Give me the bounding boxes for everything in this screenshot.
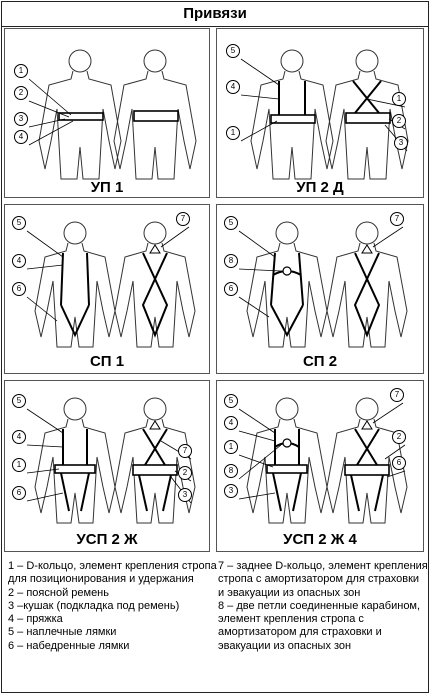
callout-number: 7 [178, 444, 192, 458]
panel-sp1-figure [26, 221, 196, 348]
callout-number: 4 [14, 130, 28, 144]
legend-right: 7 – заднее D-кольцо, элемент крепления с… [218, 560, 428, 690]
harness-grid: УП 1 [2, 26, 428, 554]
callout-number: 1 [224, 440, 238, 454]
callout-number: 4 [12, 430, 26, 444]
callout-number: 7 [176, 212, 190, 226]
panel-sp2: СП 2 [216, 204, 424, 374]
panel-usp2zh-caption: УСП 2 Ж [76, 531, 138, 548]
callout-number: 7 [390, 212, 404, 226]
legend-item: 4 – пряжка [8, 613, 63, 626]
panel-usp2zh4: УСП 2 Ж 4 [216, 380, 424, 552]
callout-number: 3 [178, 488, 192, 502]
callout-number: 7 [390, 388, 404, 402]
callout-number: 2 [392, 114, 406, 128]
legend-item: 6 – набедренные лямки [8, 639, 130, 652]
panel-up2d-figure [240, 49, 409, 180]
panel-usp2zh-figure [26, 397, 196, 524]
legend-left: 1 – D-кольцо, элемент крепления стропа д… [8, 560, 218, 690]
panel-sp1: СП 1 [4, 204, 210, 374]
callout-number: 5 [12, 394, 26, 408]
legend-item: 8 – две петли соединенные карабином, эле… [218, 599, 421, 652]
panel-up1-caption: УП 1 [90, 179, 124, 196]
callout-number: 4 [12, 254, 26, 268]
callout-number: 4 [226, 80, 240, 94]
callout-number: 2 [392, 430, 406, 444]
callout-number: 4 [224, 416, 238, 430]
legend-item: 1 – D-кольцо, элемент крепления стропа д… [8, 560, 217, 586]
callout-number: 5 [224, 216, 238, 230]
panel-usp2zh4-figure [238, 397, 408, 524]
callout-number: 2 [14, 86, 28, 100]
callout-number: 5 [224, 394, 238, 408]
panel-sp1-caption: СП 1 [89, 353, 125, 370]
panel-up1: УП 1 [4, 28, 210, 198]
callout-number: 1 [226, 126, 240, 140]
legend-item: 5 – наплечные лямки [8, 626, 117, 639]
callout-number: 8 [224, 464, 238, 478]
legend-item: 2 – поясной ремень [8, 586, 109, 599]
panel-sp2-caption: СП 2 [302, 353, 338, 370]
panel-up2d: УП 2 Д [216, 28, 424, 198]
callout-number: 1 [392, 92, 406, 106]
page-title: Привязи [2, 2, 428, 27]
legend-item: 7 – заднее D-кольцо, элемент крепления с… [218, 560, 428, 599]
panel-usp2zh: УСП 2 Ж [4, 380, 210, 552]
callout-number: 1 [12, 458, 26, 472]
callout-number: 5 [226, 44, 240, 58]
callout-number: 3 [394, 136, 408, 150]
panel-up2d-caption: УП 2 Д [296, 179, 344, 196]
callout-number: 6 [12, 282, 26, 296]
callout-number: 2 [178, 466, 192, 480]
callout-number: 8 [224, 254, 238, 268]
callout-number: 6 [224, 282, 238, 296]
callout-number: 3 [14, 112, 28, 126]
panel-sp2-figure [238, 221, 408, 348]
callout-number: 5 [12, 216, 26, 230]
callout-number: 3 [224, 484, 238, 498]
legend-item: 3 –кушак (подкладка под ремень) [8, 599, 180, 612]
callout-number: 6 [392, 456, 406, 470]
panel-usp2zh4-caption: УСП 2 Ж 4 [283, 531, 357, 548]
callout-number: 1 [14, 64, 28, 78]
callout-number: 6 [12, 486, 26, 500]
panel-up1-figure [28, 49, 197, 180]
